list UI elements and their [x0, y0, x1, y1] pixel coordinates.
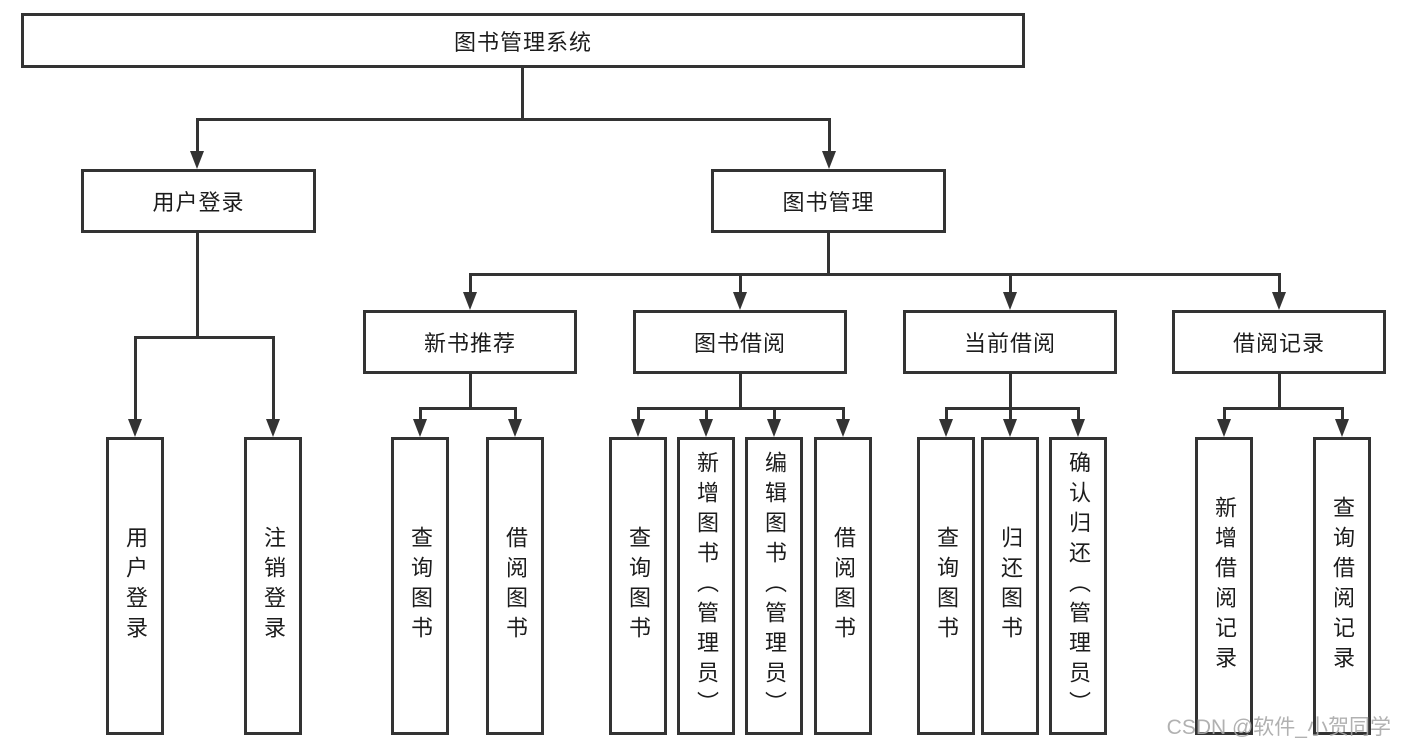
node-label: 图书借阅	[693, 331, 786, 356]
node-library-management-system: 图书管理系统	[21, 13, 1025, 68]
connector-line	[827, 233, 830, 276]
node-label: 当前借阅	[963, 331, 1056, 356]
connector-line	[1223, 407, 1344, 410]
connector-line	[1341, 407, 1344, 420]
connector-line	[637, 407, 640, 420]
node-label: 编辑图书（管理员）	[762, 451, 787, 721]
connector-line	[828, 118, 831, 152]
node-label: 新增借阅记录	[1212, 496, 1237, 676]
node-label: 图书管理系统	[453, 29, 592, 55]
node-label: 用户登录	[152, 190, 245, 215]
connector-line	[419, 407, 422, 420]
node-return-books: 归还图书	[981, 437, 1039, 735]
arrow-down-icon	[733, 292, 747, 310]
node-label: 用户登录	[123, 526, 148, 646]
node-label: 查询图书	[408, 526, 433, 646]
arrow-down-icon	[836, 419, 850, 437]
arrow-down-icon	[190, 151, 204, 169]
connector-line	[1077, 407, 1080, 420]
node-label: 查询图书	[626, 526, 651, 646]
connector-line	[196, 118, 831, 121]
arrow-down-icon	[128, 419, 142, 437]
node-confirm-return-admin: 确认归还（管理员）	[1049, 437, 1107, 735]
connector-line	[945, 407, 948, 420]
node-label: 注销登录	[261, 526, 286, 646]
node-search-books-borrowing: 查询图书	[609, 437, 667, 735]
node-logout: 注销登录	[244, 437, 302, 735]
node-label: 查询借阅记录	[1330, 496, 1355, 676]
node-search-books-current: 查询图书	[917, 437, 975, 735]
node-label: 图书管理	[782, 190, 875, 215]
connector-line	[196, 118, 199, 152]
node-borrowing-records: 借阅记录	[1172, 310, 1386, 374]
arrow-down-icon	[1071, 419, 1085, 437]
arrow-down-icon	[1217, 419, 1231, 437]
connector-line	[739, 374, 742, 410]
node-book-management: 图书管理	[711, 169, 946, 233]
node-label: 借阅图书	[831, 526, 856, 646]
node-search-books-recommend: 查询图书	[391, 437, 449, 735]
connector-line	[773, 407, 776, 420]
arrow-down-icon	[631, 419, 645, 437]
arrow-down-icon	[767, 419, 781, 437]
connector-line	[469, 273, 472, 294]
connector-line	[134, 336, 137, 420]
arrow-down-icon	[939, 419, 953, 437]
node-book-borrowing: 图书借阅	[633, 310, 847, 374]
arrow-down-icon	[463, 292, 477, 310]
node-new-book-recommendation: 新书推荐	[363, 310, 577, 374]
connector-line	[945, 407, 1080, 410]
connector-line	[1278, 374, 1281, 410]
arrow-down-icon	[266, 419, 280, 437]
arrow-down-icon	[699, 419, 713, 437]
connector-line	[739, 273, 742, 294]
connector-line	[196, 233, 199, 339]
connector-line	[134, 336, 275, 339]
connector-line	[469, 273, 1281, 276]
connector-line	[419, 407, 517, 410]
connector-line	[514, 407, 517, 420]
connector-line	[1009, 374, 1012, 410]
arrow-down-icon	[508, 419, 522, 437]
node-label: 新书推荐	[423, 331, 516, 356]
connector-line	[637, 407, 845, 410]
connector-line	[521, 68, 524, 121]
arrow-down-icon	[1335, 419, 1349, 437]
node-current-borrowing: 当前借阅	[903, 310, 1117, 374]
arrow-down-icon	[1003, 292, 1017, 310]
node-label: 新增图书（管理员）	[694, 451, 719, 721]
node-borrow-books: 借阅图书	[814, 437, 872, 735]
node-label: 确认归还（管理员）	[1066, 451, 1091, 721]
node-label: 借阅记录	[1232, 331, 1325, 356]
connector-line	[1009, 273, 1012, 294]
arrow-down-icon	[413, 419, 427, 437]
node-search-borrow-record: 查询借阅记录	[1313, 437, 1371, 735]
connector-line	[272, 336, 275, 420]
arrow-down-icon	[822, 151, 836, 169]
node-user-login-leaf: 用户登录	[106, 437, 164, 735]
node-label: 归还图书	[998, 526, 1023, 646]
connector-line	[1278, 273, 1281, 294]
arrow-down-icon	[1003, 419, 1017, 437]
connector-line	[469, 374, 472, 410]
connector-line	[1223, 407, 1226, 420]
arrow-down-icon	[1272, 292, 1286, 310]
connector-line	[705, 407, 708, 420]
node-edit-book-admin: 编辑图书（管理员）	[745, 437, 803, 735]
connector-line	[842, 407, 845, 420]
connector-line	[1009, 407, 1012, 420]
node-user-login: 用户登录	[81, 169, 316, 233]
node-label: 查询图书	[934, 526, 959, 646]
node-label: 借阅图书	[503, 526, 528, 646]
node-borrow-books-recommend: 借阅图书	[486, 437, 544, 735]
node-add-borrow-record: 新增借阅记录	[1195, 437, 1253, 735]
csdn-watermark: CSDN @软件_小贺同学	[1166, 716, 1391, 739]
node-add-book-admin: 新增图书（管理员）	[677, 437, 735, 735]
